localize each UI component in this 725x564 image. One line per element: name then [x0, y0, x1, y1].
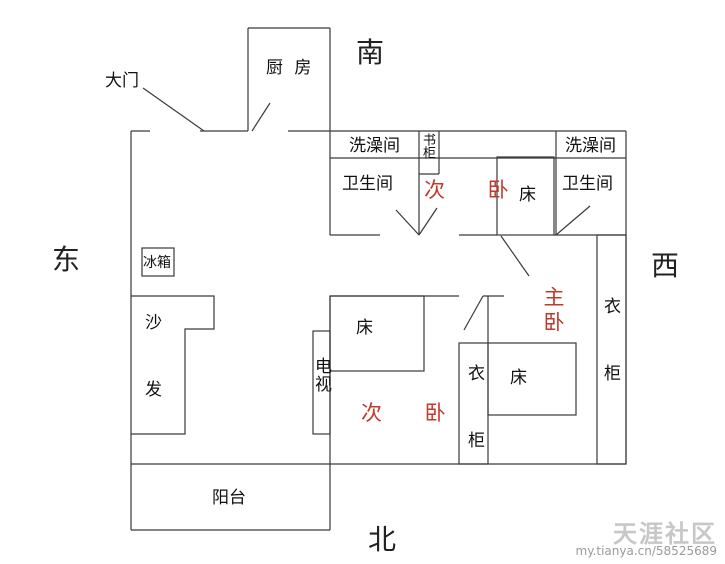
second-bedroom-top-label: 次 卧 — [424, 178, 527, 202]
wardrobe-right-label: 衣柜 — [600, 297, 620, 431]
bed-master-label: 床 — [510, 368, 527, 388]
top-rooms-walls — [329, 131, 626, 236]
bed-top-label: 床 — [519, 185, 536, 205]
toilet-left-label: 卫生间 — [342, 174, 393, 194]
lower-rooms-walls — [312, 234, 627, 465]
fridge-label: 冰箱 — [143, 255, 171, 271]
kitchen-label: 厨 房 — [266, 58, 315, 78]
main-door-swing — [142, 87, 205, 132]
direction-east: 东 — [52, 243, 81, 276]
wardrobe-middle-label: 衣柜 — [464, 364, 484, 498]
master-bedroom-label: 主卧 — [541, 286, 565, 336]
direction-west: 西 — [651, 249, 680, 282]
watermark-url: my.tianya.cn/58525689 — [575, 544, 718, 558]
direction-north: 北 — [368, 523, 397, 556]
direction-south: 南 — [356, 36, 385, 69]
balcony-label: 阳台 — [212, 488, 246, 508]
bookcase-label: 书柜 — [420, 133, 435, 159]
fridge-rect — [141, 247, 175, 277]
door-swing-master — [500, 235, 530, 277]
sofa-outline — [131, 295, 215, 435]
main-door-label: 大门 — [105, 71, 139, 91]
shower-right-label: 洗澡间 — [565, 136, 616, 156]
kitchen-walls — [247, 27, 331, 132]
second-bedroom-bottom-label: 次 卧 — [361, 401, 464, 425]
balcony-walls — [130, 464, 331, 531]
bed-middle-label: 床 — [356, 318, 373, 338]
watermark-brand: 天涯社区 — [613, 520, 717, 548]
bed-top-rect — [496, 156, 555, 236]
shower-left-label: 洗澡间 — [349, 136, 400, 156]
toilet-right-label: 卫生间 — [562, 174, 613, 194]
tv-label: 电视 — [311, 357, 331, 393]
sofa-label: 沙发 — [141, 313, 161, 447]
